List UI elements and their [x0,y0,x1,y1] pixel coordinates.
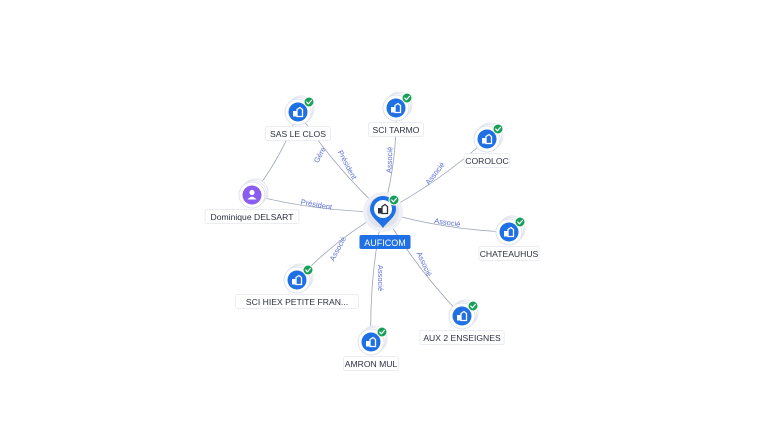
node-label-bg [265,126,331,141]
verified-badge-icon [401,92,413,104]
building-part [460,310,468,322]
node-amron-mul[interactable]: AMRON MUL [342,325,400,371]
edge-label: Associé [376,265,385,291]
building-part [293,111,297,117]
building-part [391,107,395,113]
node-coroloc[interactable]: COROLOC [463,122,511,168]
node-label-bg [463,153,511,168]
building-part [296,106,304,118]
company-icon [366,336,377,348]
nodes-layer: SAS LE CLOS SCI TARMO COROLOC CHATEAUHUS AUX… [204,91,540,371]
node-sci-hiex[interactable]: SCI HIEX PETITE FRAN... [235,263,359,309]
node-label: SAS LE CLOS [270,129,326,139]
node-label: SCI HIEX PETITE FRAN... [246,297,348,307]
building-part [507,226,515,238]
building-part [369,336,377,348]
building-part [292,279,296,285]
node-label-bg [367,122,425,137]
verified-badge-icon [388,194,400,206]
person-head [249,189,255,196]
node-label: Dominique DELSART [211,212,295,222]
building-part [504,231,508,237]
center-node[interactable]: AUFICOM [359,192,411,249]
company-icon [293,106,304,118]
edge-label: Gère [312,145,328,164]
verified-badge-icon [492,123,504,135]
company-icon [482,133,493,145]
company-icon [391,102,402,114]
verified-badge-icon [303,96,315,108]
edge-label: Associé [385,147,395,174]
company-icon [504,226,515,238]
verified-badge-icon [467,300,479,312]
node-chateauhus[interactable]: CHATEAUHUS [478,215,540,261]
node-label: AUX 2 ENSEIGNES [423,333,501,343]
building-part [485,133,493,145]
building-part [366,341,370,347]
person-icon [247,189,257,200]
building-part [457,315,461,321]
node-label-bg [478,246,540,261]
edge-label: Président [336,149,359,182]
verified-badge-icon [302,264,314,276]
company-icon [292,274,303,286]
verified-badge-icon [376,326,388,338]
node-label-bg [204,209,300,224]
node-label-bg [235,294,359,309]
node-dominique-delsart[interactable]: Dominique DELSART [204,178,300,224]
node-aux-2-enseignes[interactable]: AUX 2 ENSEIGNES [419,299,505,345]
center-label-bg [359,235,411,249]
building-part [378,208,382,214]
node-sci-tarmo[interactable]: SCI TARMO [367,91,425,137]
building-part [482,138,486,144]
edge-label: Associé [423,160,446,186]
node-label: CHATEAUHUS [480,249,539,259]
node-label: AMRON MUL [345,359,398,369]
company-icon [457,310,468,322]
company-icon [378,203,389,215]
verified-badge-icon [514,216,526,228]
edge-label: Associé [434,216,461,229]
node-label-bg [419,330,505,345]
building-part [394,102,402,114]
building-part [381,203,389,215]
node-label: COROLOC [465,156,508,166]
node-sas-le-clos[interactable]: SAS LE CLOS [265,95,331,141]
center-label: AUFICOM [364,238,406,248]
node-label-bg [342,356,400,371]
node-label: SCI TARMO [373,125,420,135]
edge-label: Président [300,197,334,212]
building-part [295,274,303,286]
person-body [247,196,257,200]
